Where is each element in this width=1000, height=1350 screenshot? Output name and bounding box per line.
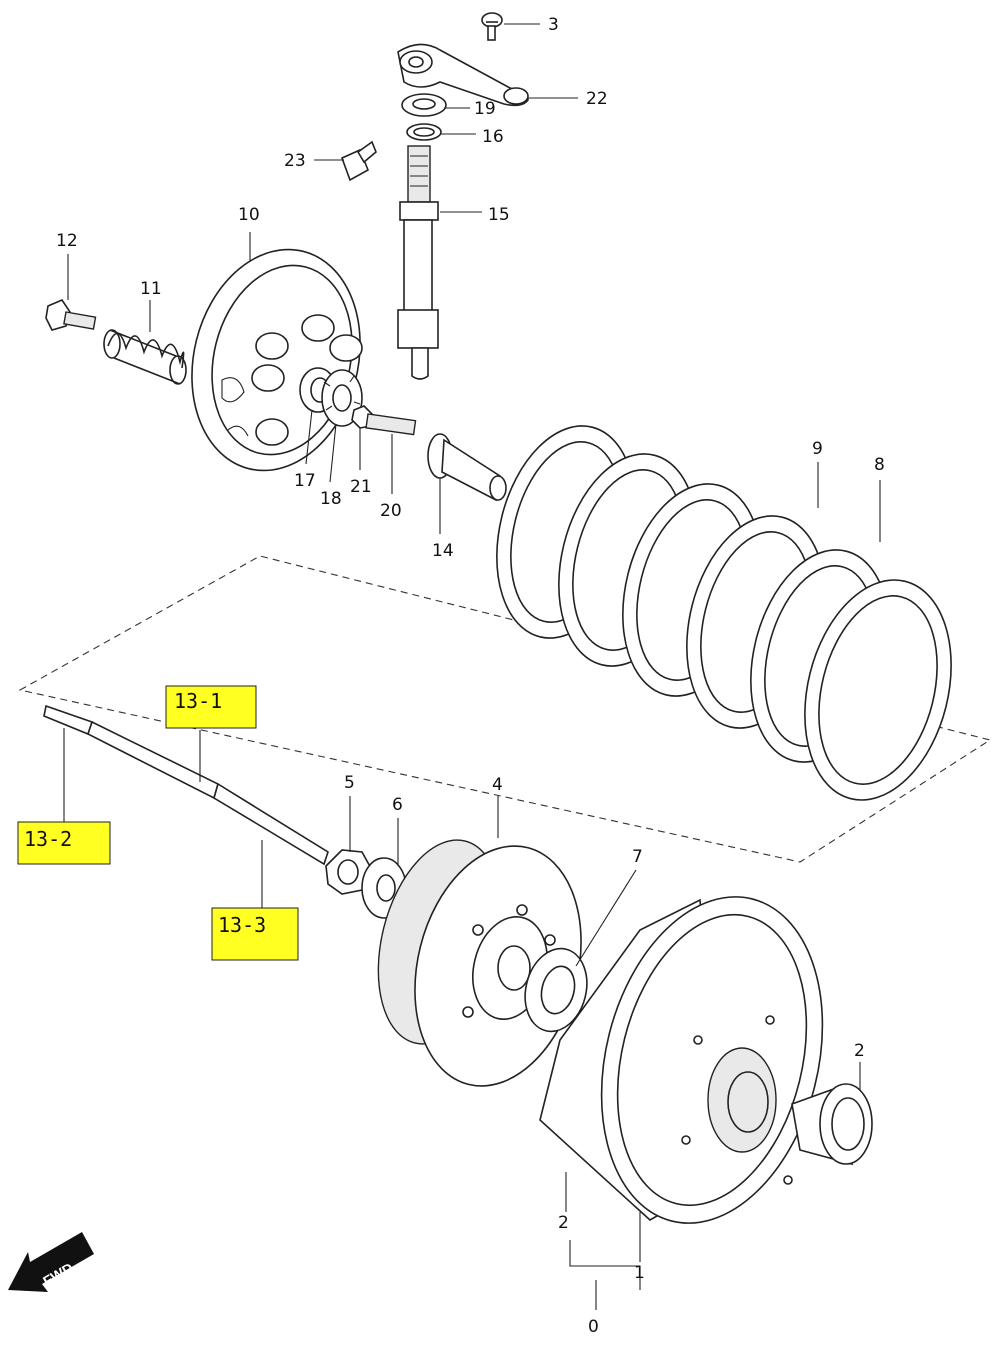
- washer-part-19: [401, 93, 447, 117]
- callout-6: 6: [392, 795, 403, 815]
- assembly-boundary-dashed: [18, 555, 992, 863]
- screw-part-3: [481, 12, 503, 41]
- callout-9: 9: [812, 439, 823, 459]
- bolt-part-23: [340, 140, 377, 182]
- o-ring-part-16: [406, 123, 442, 141]
- callout-18: 18: [320, 489, 342, 509]
- thrust-washer-part-7: [524, 947, 588, 1033]
- callout-1: 1: [634, 1263, 645, 1283]
- clutch-spring-part-11: [103, 329, 187, 385]
- release-lever-part-22: [397, 43, 529, 107]
- callout-22: 22: [586, 89, 608, 109]
- callout-23: 23: [284, 151, 306, 171]
- callout-19: 19: [474, 99, 496, 119]
- callout-20: 20: [380, 501, 402, 521]
- collar-part-2: [791, 1083, 873, 1166]
- lock-washer-part-18: [321, 369, 363, 427]
- callout-5: 5: [344, 773, 355, 793]
- clutch-housing-part-1: [539, 896, 824, 1224]
- callout-15: 15: [488, 205, 510, 225]
- leader-lines: [63, 23, 881, 1310]
- stud-bolt-part-20: [365, 413, 417, 436]
- callout-14: 14: [432, 541, 454, 561]
- pressure-plate-part-10: [191, 248, 363, 472]
- callout-21: 21: [350, 477, 372, 497]
- callout-labels: 3 22 19 16 23 15 10 12 11 17 18 21 20 14…: [56, 15, 885, 1337]
- svg-text:13-3: 13-3: [218, 913, 266, 937]
- callout-17: 17: [294, 471, 316, 491]
- forward-direction-arrow-icon: FWD: [8, 1232, 94, 1292]
- svg-text:13-2: 13-2: [24, 827, 72, 851]
- callout-2-collar: 2: [854, 1041, 865, 1061]
- svg-text:13-1: 13-1: [174, 689, 222, 713]
- push-piece-part-14: [427, 433, 507, 502]
- clutch-plates-stack: [496, 425, 952, 801]
- release-shaft-part-15: [397, 145, 439, 380]
- highlight-label-13-1: 13-1: [165, 685, 257, 729]
- callout-7: 7: [632, 847, 643, 867]
- push-rod-part-13: [43, 704, 329, 866]
- highlight-label-13-2: 13-2: [17, 821, 111, 865]
- callout-11: 11: [140, 279, 162, 299]
- callout-2-assembly: 2: [558, 1213, 569, 1233]
- bolt-part-12: [45, 299, 97, 331]
- callout-10: 10: [238, 205, 260, 225]
- callout-0: 0: [588, 1317, 599, 1337]
- callout-8: 8: [874, 455, 885, 475]
- callout-3: 3: [548, 15, 559, 35]
- callout-4: 4: [492, 775, 503, 795]
- highlight-label-13-3: 13-3: [211, 907, 299, 961]
- callout-16: 16: [482, 127, 504, 147]
- callout-12: 12: [56, 231, 78, 251]
